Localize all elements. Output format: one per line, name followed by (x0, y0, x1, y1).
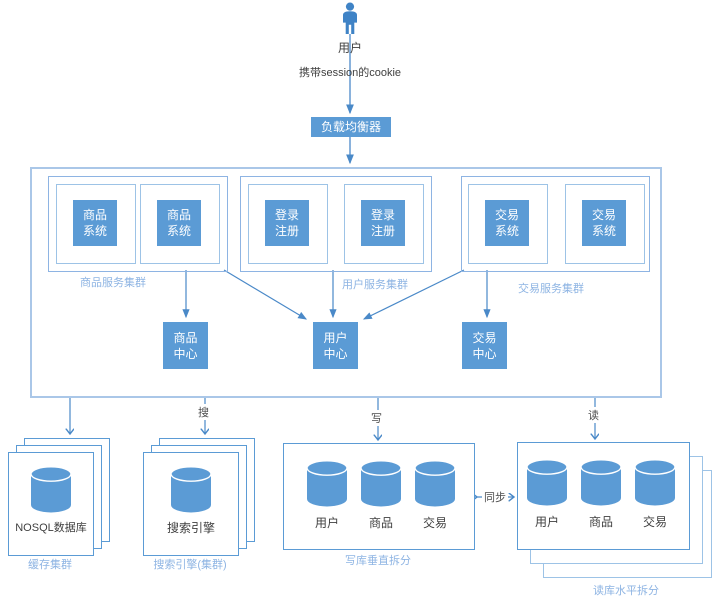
node-label-line: 系统 (82, 224, 107, 238)
node-label-line: 登录 (370, 208, 395, 222)
write-db-label: 交易 (422, 516, 447, 530)
node-label-line: 系统 (166, 224, 191, 238)
read-stack-front: 用户 商品 交易 (517, 442, 690, 550)
read-flow-label: 读 (586, 407, 601, 423)
product-service-cluster (48, 176, 228, 272)
product-system-box-1: 商品 系统 (73, 200, 117, 246)
write-db-label: 商品 (368, 516, 393, 530)
trade-system-box-1: 交易 系统 (485, 200, 529, 246)
write-db-label: 用户 (314, 516, 339, 530)
user-person-icon (343, 2, 357, 34)
database-cylinder-icon (360, 460, 402, 507)
node-label-line: 商品 (82, 208, 107, 222)
read-db-caption: 读库水平拆分 (593, 585, 659, 597)
trade-system-box-2: 交易 系统 (582, 200, 626, 246)
database-cylinder-icon (414, 460, 456, 507)
cache-stack-front: NOSQL数据库 (8, 452, 94, 556)
load-balancer-box: 负载均衡器 (311, 117, 391, 137)
node-label-line: 注册 (370, 224, 395, 238)
read-db-label: 用户 (534, 515, 559, 529)
database-cylinder-icon (170, 466, 212, 513)
user-label: 用户 (337, 41, 362, 55)
node-label-line: 注册 (274, 224, 299, 238)
node-label-line: 商品 (166, 208, 191, 222)
read-db-label: 商品 (588, 515, 613, 529)
center-label-line: 中心 (323, 346, 348, 361)
node-label-line: 系统 (591, 224, 616, 238)
database-cylinder-icon (306, 460, 348, 507)
product-cluster-label: 商品服务集群 (80, 277, 146, 289)
trade-service-cluster (461, 176, 650, 272)
service-layer-container (30, 167, 662, 398)
node-label-line: 系统 (494, 224, 519, 238)
search-stack-caption: 搜索引擎(集群) (153, 559, 227, 571)
cache-db-label: NOSQL数据库 (15, 522, 87, 534)
database-cylinder-icon (30, 466, 72, 513)
login-register-box-1: 登录 注册 (265, 200, 309, 246)
search-db-label: 搜索引擎 (166, 521, 215, 535)
search-flow-label: 搜 (196, 404, 211, 420)
node-label-line: 交易 (494, 208, 519, 222)
write-db-box: 用户 商品 交易 (283, 443, 475, 550)
search-stack-front: 搜索引擎 (143, 452, 239, 556)
center-label-line: 用户 (323, 330, 348, 345)
trade-center-box: 交易 中心 (462, 322, 507, 369)
write-db-caption: 写库垂直拆分 (345, 555, 411, 567)
sync-flow-label: 同步 (482, 489, 508, 505)
node-label-line: 交易 (591, 208, 616, 222)
database-cylinder-icon (634, 459, 676, 506)
login-register-box-2: 登录 注册 (361, 200, 405, 246)
center-label-line: 中心 (173, 346, 198, 361)
trade-cluster-label: 交易服务集群 (518, 283, 584, 295)
user-center-box: 用户 中心 (313, 322, 358, 369)
center-label-line: 商品 (173, 330, 198, 345)
session-cookie-note: 携带session的cookie (298, 67, 402, 79)
center-label-line: 中心 (472, 346, 497, 361)
product-center-box: 商品 中心 (163, 322, 208, 369)
cache-stack-caption: 缓存集群 (28, 559, 72, 571)
user-service-cluster (240, 176, 432, 272)
database-cylinder-icon (526, 459, 568, 506)
user-cluster-label: 用户服务集群 (342, 279, 408, 291)
node-label-line: 登录 (274, 208, 299, 222)
database-cylinder-icon (580, 459, 622, 506)
read-db-label: 交易 (642, 515, 667, 529)
center-label-line: 交易 (472, 330, 497, 345)
product-system-box-2: 商品 系统 (157, 200, 201, 246)
write-flow-label: 写 (369, 410, 384, 426)
